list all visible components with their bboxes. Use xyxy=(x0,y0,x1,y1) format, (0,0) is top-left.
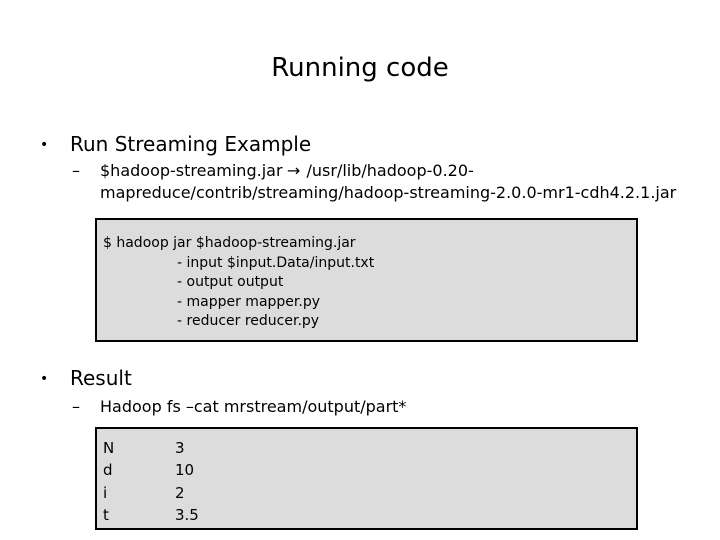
table-row: N 3 xyxy=(103,437,199,460)
result-key: d xyxy=(103,461,113,479)
table-row: d 10 xyxy=(103,460,199,483)
dash-marker: – xyxy=(72,161,80,180)
result-key: t xyxy=(103,506,109,524)
code-line: - mapper mapper.py xyxy=(177,293,321,310)
sub-item-jar-path: – $hadoop-streaming.jar→ /usr/lib/hadoop-0… xyxy=(72,160,712,204)
code-line: - input $input.Data/input.txt xyxy=(177,254,375,271)
right-arrow-icon: → xyxy=(286,161,301,180)
bullet-run-streaming: • Run Streaming Example xyxy=(40,131,311,158)
table-row: t 3.5 xyxy=(103,505,199,528)
bullet-dot-icon: • xyxy=(40,371,49,387)
result-value: 2 xyxy=(175,483,185,502)
table-row: i 2 xyxy=(103,482,199,505)
result-table: N 3 d 10 i 2 t 3.5 xyxy=(103,437,199,527)
command-code-box: $ hadoop jar $hadoop-streaming.jar - inp… xyxy=(95,218,638,342)
result-value: 10 xyxy=(175,461,195,479)
result-key: i xyxy=(103,483,108,502)
jar-path-line2: mapreduce/contrib/streaming/hadoop-strea… xyxy=(100,183,677,202)
jar-path-line1: /usr/lib/hadoop-0.20- xyxy=(306,161,474,180)
result-key: N xyxy=(103,438,115,457)
result-value: 3.5 xyxy=(175,506,199,524)
result-value: 3 xyxy=(175,438,185,457)
bullet-result: • Result xyxy=(40,365,132,392)
result-output-box: N 3 d 10 i 2 t 3.5 xyxy=(95,427,638,530)
slide-title: Running code xyxy=(271,53,449,83)
bullet-label: Result xyxy=(70,366,132,390)
code-line: - output output xyxy=(177,274,284,290)
bullet-label: Run Streaming Example xyxy=(70,132,312,156)
dash-marker: – xyxy=(72,397,80,416)
jar-variable: $hadoop-streaming.jar xyxy=(100,161,283,180)
code-line: - reducer reducer.py xyxy=(177,313,320,329)
code-line: $ hadoop jar $hadoop-streaming.jar xyxy=(103,235,356,251)
sub-item-hadoop-cat: – Hadoop fs –cat mrstream/output/part* xyxy=(72,396,672,418)
bullet-dot-icon: • xyxy=(40,137,49,153)
hadoop-cat-command: Hadoop fs –cat mrstream/output/part* xyxy=(100,397,407,416)
